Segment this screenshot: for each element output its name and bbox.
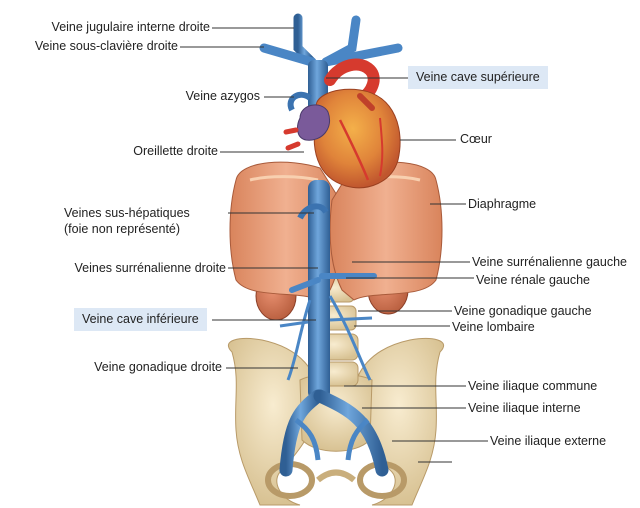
label-surrenalienne-gauche: Veine surrénalienne gauche [472, 255, 627, 269]
label-diaphragme: Diaphragme [468, 197, 537, 211]
label-iliaque-commune: Veine iliaque commune [468, 379, 598, 393]
label-lombaire: Veine lombaire [452, 320, 535, 334]
label-gonadique-droite: Veine gonadique droite [94, 360, 222, 374]
label-sus-hepatiques-note: (foie non représenté) [64, 222, 181, 236]
heart [283, 58, 401, 189]
label-coeur: Cœur [460, 132, 492, 146]
label-jugulaire: Veine jugulaire interne droite [51, 20, 210, 34]
label-sus-hepatiques: Veines sus-hépatiques [64, 206, 190, 220]
label-cave-superieure: Veine cave supérieure [408, 66, 548, 89]
label-iliaque-externe: Veine iliaque externe [490, 434, 607, 448]
label-oreillette: Oreillette droite [133, 144, 218, 158]
label-gonadique-gauche: Veine gonadique gauche [454, 304, 592, 318]
vena-cava-system [259, 13, 403, 477]
label-surrenalienne-droite: Veines surrénalienne droite [74, 261, 227, 275]
leader-lines [180, 27, 488, 463]
label-renale-gauche: Veine rénale gauche [476, 273, 590, 287]
label-iliaque-interne: Veine iliaque interne [468, 401, 581, 415]
label-cave-inferieure: Veine cave inférieure [74, 308, 207, 331]
label-sous-claviere: Veine sous-clavière droite [34, 39, 178, 53]
label-azygos: Veine azygos [185, 89, 260, 103]
